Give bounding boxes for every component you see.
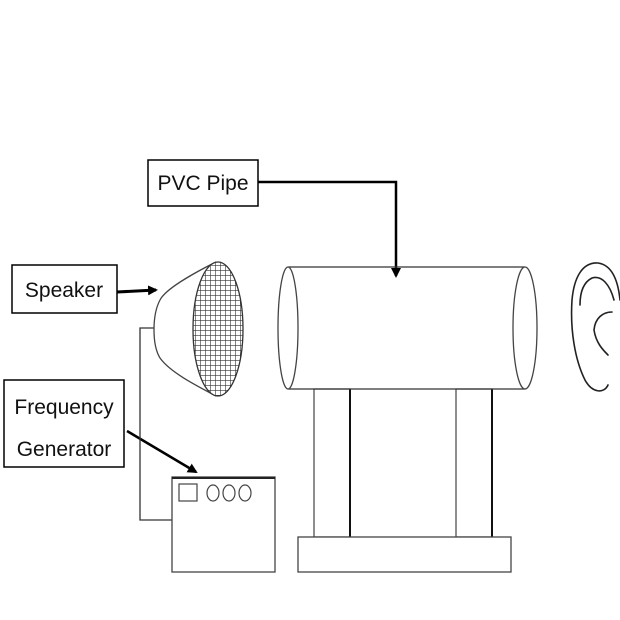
speaker-pointer-arrow [116, 285, 158, 296]
pvc-pipe-label-text: PVC Pipe [157, 172, 248, 195]
frequency-generator-device-icon [171, 476, 276, 573]
speaker-icon [153, 261, 244, 397]
pvc-pipe-label: PVC Pipe [147, 159, 259, 207]
frequency-generator-label-line2: Generator [17, 438, 112, 461]
speaker-label: Speaker [11, 264, 118, 314]
pvc-pipe-icon [277, 266, 538, 390]
pipe-stand [297, 388, 512, 573]
frequency-generator-label-line1: Frequency [14, 396, 114, 419]
frequency-generator-label: Frequency Generator [3, 379, 125, 468]
connecting-wire [139, 327, 172, 521]
ear-icon [570, 262, 620, 392]
frequency-generator-pointer-arrow [126, 429, 198, 474]
pvc-pipe-pointer-arrow [258, 180, 401, 278]
speaker-label-text: Speaker [25, 279, 103, 302]
